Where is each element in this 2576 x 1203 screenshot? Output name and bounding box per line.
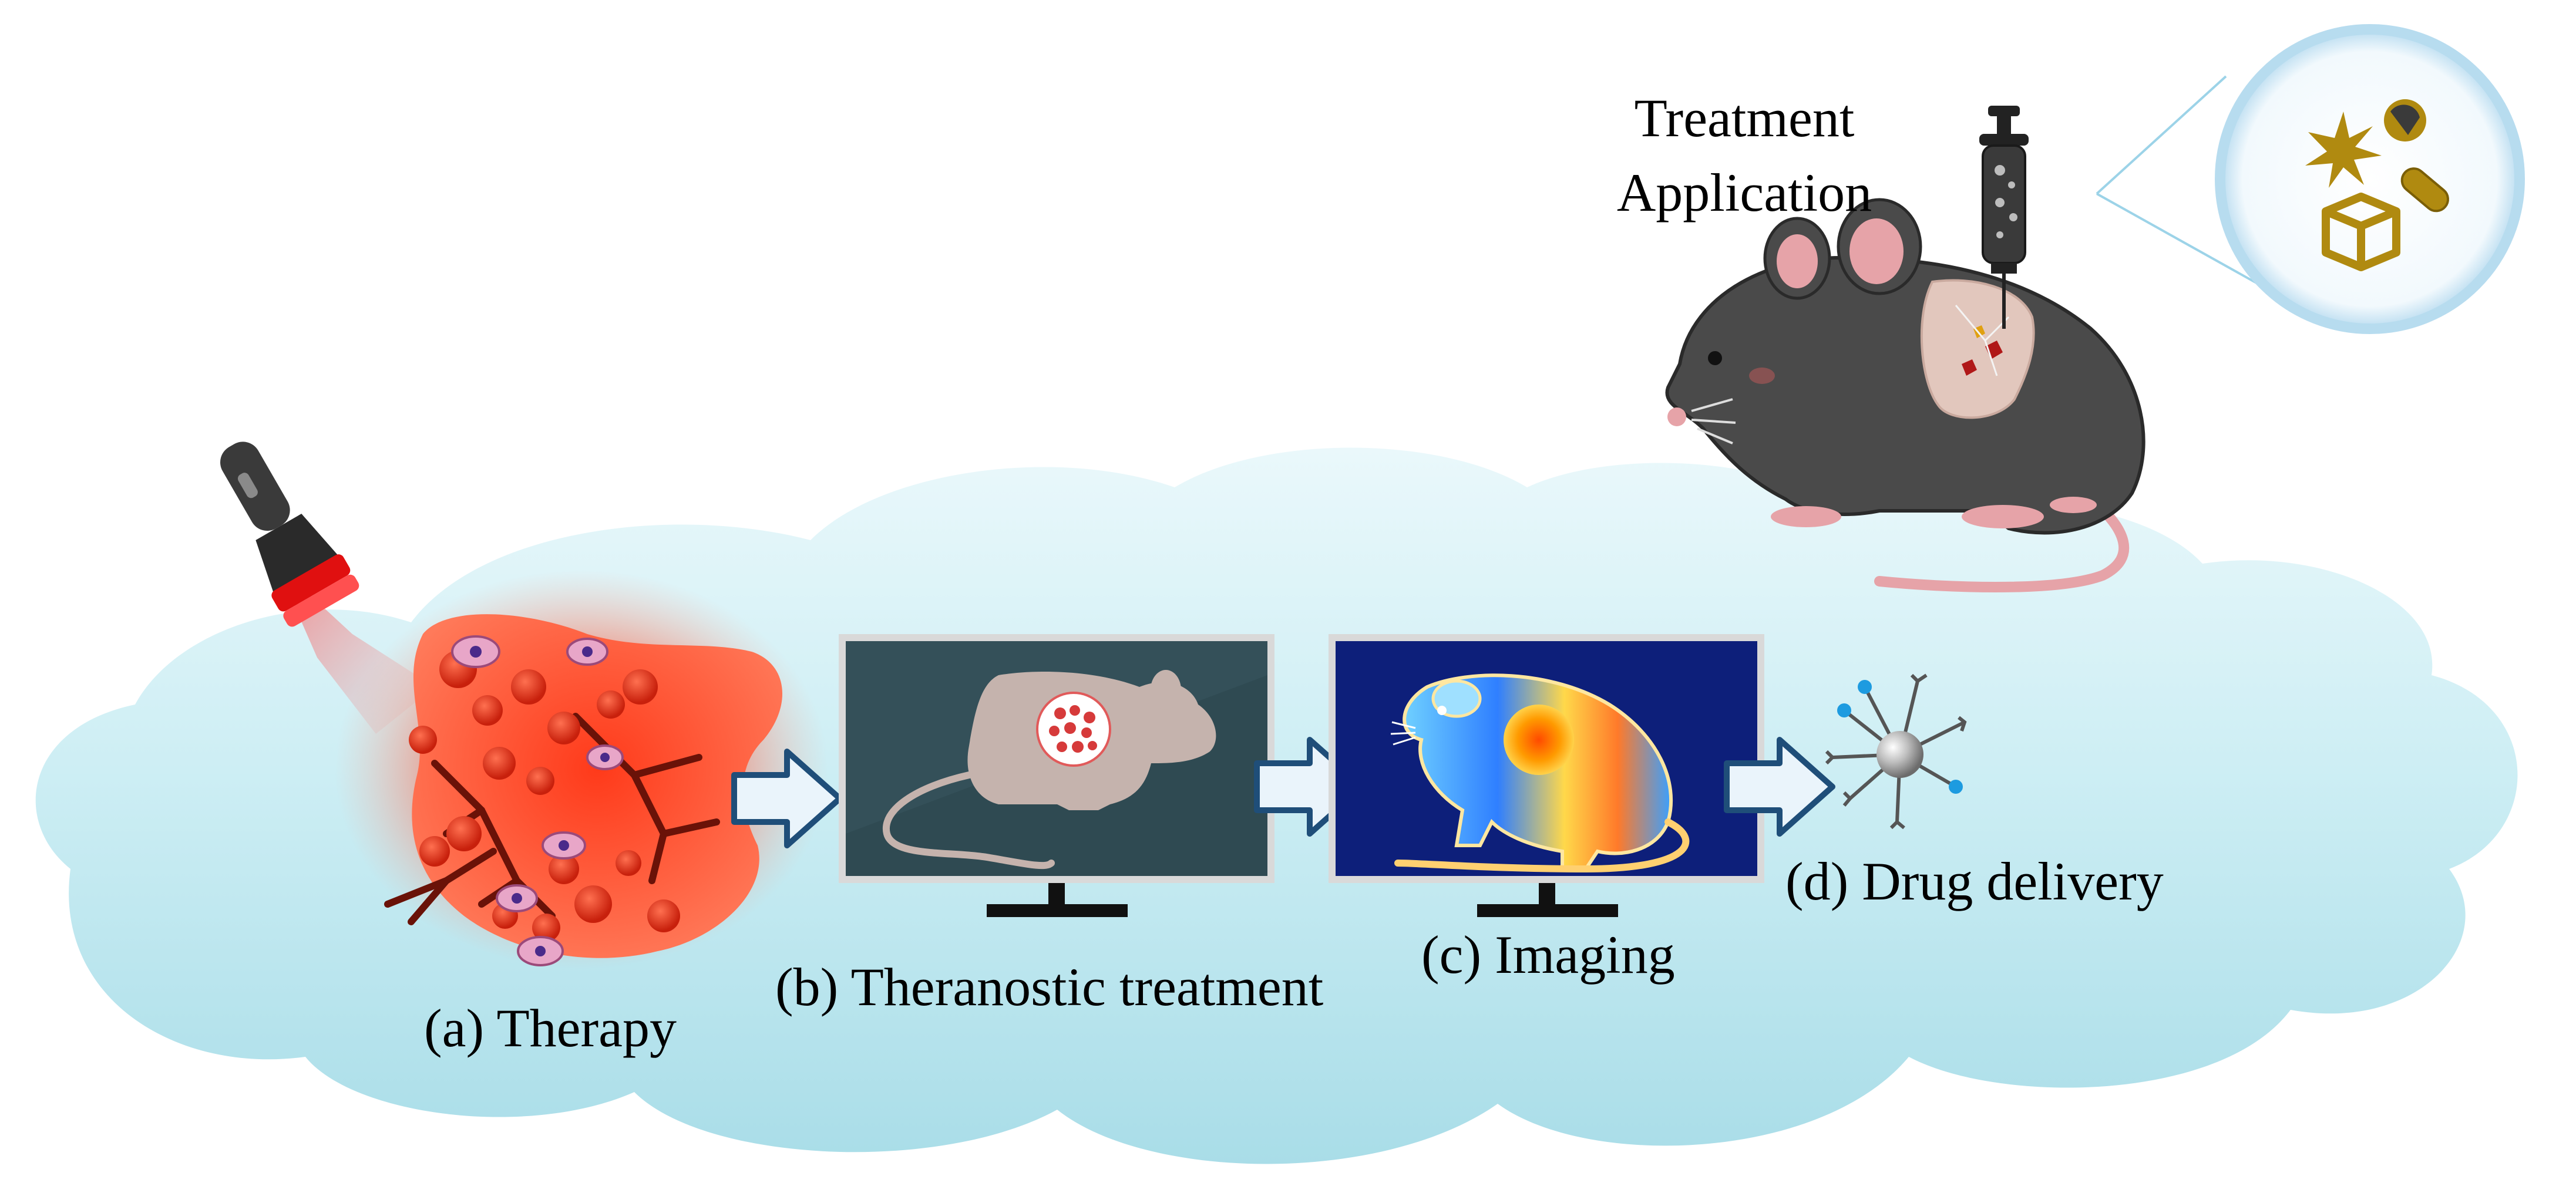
mouse-icon — [1665, 198, 2145, 592]
arrow-right-icon — [1724, 737, 1835, 837]
treatment-title-line1: Treatment — [1634, 88, 1855, 148]
monitor-icon — [1329, 634, 1764, 917]
treatment-application-title: Treatment Application — [1603, 81, 1885, 230]
treatment-title-line2: Application — [1616, 162, 1872, 223]
label-theranostic-treatment: (b) Theranostic treatment — [775, 957, 1324, 1017]
tumor-icon — [335, 570, 828, 969]
label-drug-delivery: (d) Drug delivery — [1785, 851, 2164, 911]
label-imaging: (c) Imaging — [1421, 925, 1675, 985]
nanoparticle-icon — [1825, 673, 1967, 830]
arrow-right-icon — [731, 749, 843, 848]
syringe-icon — [1979, 106, 2029, 329]
monitor-icon — [839, 634, 1274, 917]
thermal-mouse — [1390, 673, 1690, 873]
label-therapy: (a) Therapy — [424, 998, 677, 1058]
magnifier-bubble-icon — [2096, 24, 2525, 334]
